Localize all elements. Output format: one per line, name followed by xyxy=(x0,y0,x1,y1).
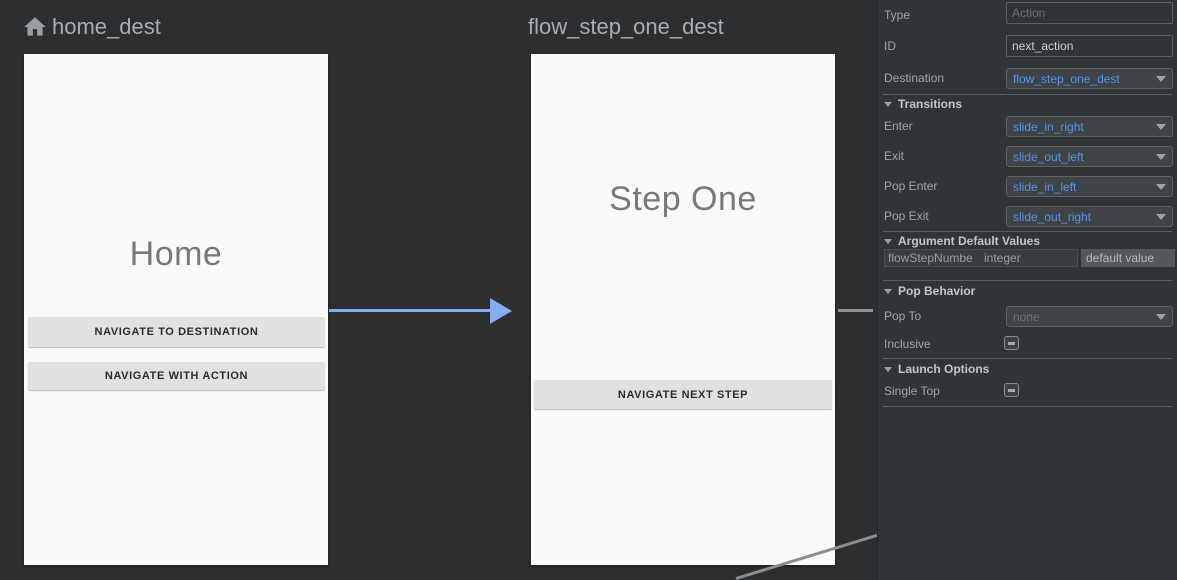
destination-title: home_dest xyxy=(52,14,161,39)
type-label: Type xyxy=(884,8,911,22)
section-divider xyxy=(883,280,1172,281)
attributes-inspector-panel: Type ID Destination flow_step_one_dest T… xyxy=(877,0,1177,580)
edge-stub-horizontal[interactable] xyxy=(838,309,873,312)
action-arrow-line[interactable] xyxy=(329,309,491,312)
destination-header-home[interactable]: home_dest xyxy=(22,12,161,42)
pop-enter-transition-dropdown[interactable]: slide_in_left xyxy=(1006,176,1173,197)
pop-to-value: none xyxy=(1013,309,1040,324)
section-title: Launch Options xyxy=(898,362,990,376)
chevron-down-icon xyxy=(1156,123,1166,130)
destination-dropdown[interactable]: flow_step_one_dest xyxy=(1006,68,1173,89)
screen-heading: Home xyxy=(129,235,223,273)
transitions-section-header[interactable]: Transitions xyxy=(884,97,962,111)
navigate-with-action-button: NAVIGATE WITH ACTION xyxy=(28,362,325,390)
pop-exit-transition-value: slide_out_right xyxy=(1013,209,1092,224)
section-divider xyxy=(883,358,1172,359)
enter-transition-value: slide_in_right xyxy=(1013,119,1084,134)
section-divider xyxy=(883,94,1172,95)
chevron-down-icon xyxy=(1156,213,1166,220)
argument-name-cell[interactable]: flowStepNumbe xyxy=(884,249,982,267)
inclusive-checkbox[interactable] xyxy=(1004,336,1019,350)
pop-to-label: Pop To xyxy=(884,309,922,323)
destination-label: Destination xyxy=(884,71,945,85)
destination-header-flow-step-one[interactable]: flow_step_one_dest xyxy=(528,12,724,42)
type-input[interactable] xyxy=(1006,2,1173,24)
chevron-down-icon xyxy=(1156,75,1166,82)
section-divider xyxy=(883,406,1172,407)
single-top-label: Single Top xyxy=(884,384,940,398)
section-title: Transitions xyxy=(898,97,963,111)
id-input[interactable] xyxy=(1006,35,1173,57)
chevron-down-icon xyxy=(1156,183,1166,190)
pop-behavior-section-header[interactable]: Pop Behavior xyxy=(884,284,975,298)
launch-options-section-header[interactable]: Launch Options xyxy=(884,362,989,376)
exit-label: Exit xyxy=(884,149,905,163)
pop-exit-label: Pop Exit xyxy=(884,209,929,223)
pop-to-dropdown[interactable]: none xyxy=(1006,306,1173,327)
pop-exit-transition-dropdown[interactable]: slide_out_right xyxy=(1006,206,1173,227)
section-divider xyxy=(883,231,1172,232)
enter-label: Enter xyxy=(884,119,913,133)
exit-transition-value: slide_out_left xyxy=(1013,149,1084,164)
screen-preview-step-one[interactable]: Step One NAVIGATE NEXT STEP xyxy=(531,54,835,565)
single-top-checkbox[interactable] xyxy=(1004,383,1019,397)
home-icon xyxy=(22,14,48,40)
chevron-down-icon xyxy=(1156,313,1166,320)
indeterminate-dash-icon xyxy=(1008,342,1015,345)
pop-enter-label: Pop Enter xyxy=(884,179,938,193)
screen-heading: Step One xyxy=(609,180,757,218)
section-title: Argument Default Values xyxy=(898,234,1041,248)
navigate-next-step-button: NAVIGATE NEXT STEP xyxy=(534,380,832,409)
destination-title: flow_step_one_dest xyxy=(528,14,724,39)
id-label: ID xyxy=(884,39,896,53)
argument-type-cell[interactable]: integer xyxy=(981,249,1078,267)
destination-value: flow_step_one_dest xyxy=(1013,71,1120,86)
collapse-triangle-icon xyxy=(884,366,892,372)
enter-transition-dropdown[interactable]: slide_in_right xyxy=(1006,116,1173,137)
section-title: Pop Behavior xyxy=(898,284,976,298)
argument-default-value-cell[interactable]: default value xyxy=(1081,249,1175,267)
collapse-triangle-icon xyxy=(884,101,892,107)
indeterminate-dash-icon xyxy=(1008,389,1015,392)
navigate-to-destination-button: NAVIGATE TO DESTINATION xyxy=(28,317,325,347)
argument-defaults-section-header[interactable]: Argument Default Values xyxy=(884,234,1040,248)
action-arrow-head xyxy=(490,298,512,324)
inclusive-label: Inclusive xyxy=(884,337,931,351)
pop-enter-transition-value: slide_in_left xyxy=(1013,179,1077,194)
collapse-triangle-icon xyxy=(884,288,892,294)
exit-transition-dropdown[interactable]: slide_out_left xyxy=(1006,146,1173,167)
collapse-triangle-icon xyxy=(884,238,892,244)
screen-preview-home[interactable]: Home NAVIGATE TO DESTINATION NAVIGATE WI… xyxy=(24,54,328,565)
chevron-down-icon xyxy=(1156,153,1166,160)
